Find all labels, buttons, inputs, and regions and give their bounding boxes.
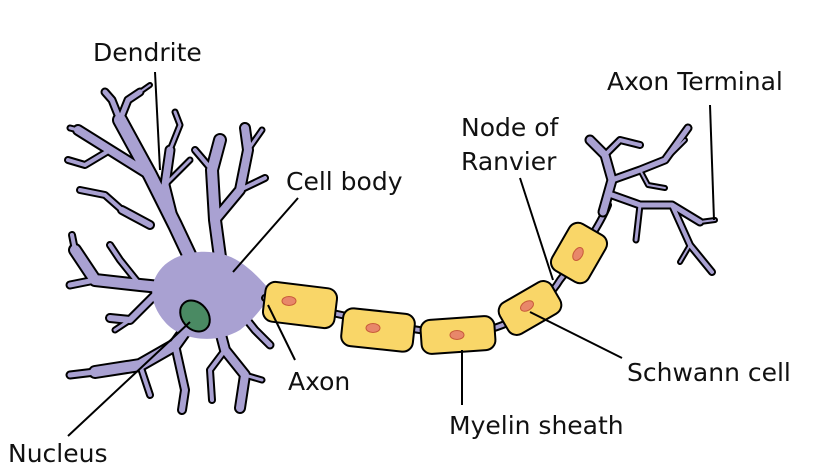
label-schwann-cell: Schwann cell xyxy=(627,358,791,387)
schwann-nucleus xyxy=(520,300,534,312)
leader-nucleus xyxy=(67,321,191,437)
schwann-nucleus xyxy=(365,323,381,333)
label-node-of-ranvier-line2: Ranvier xyxy=(461,147,557,176)
label-nucleus: Nucleus xyxy=(8,439,108,468)
label-axon-terminal: Axon Terminal xyxy=(607,67,783,96)
schwann-nucleus xyxy=(281,296,297,306)
leader-axon xyxy=(267,304,296,361)
myelin-segment xyxy=(261,280,339,330)
labels: Dendrite Cell body Node of Ranvier Axon … xyxy=(8,38,791,468)
schwann-nucleus xyxy=(449,330,465,340)
dendrites xyxy=(64,82,275,415)
label-axon: Axon xyxy=(288,367,350,396)
leader-node-of-ranvier xyxy=(519,177,554,281)
axon-terminal-branches xyxy=(584,123,718,276)
label-node-of-ranvier-line1: Node of xyxy=(461,113,559,142)
label-cell-body: Cell body xyxy=(286,167,403,196)
schwann-nucleus xyxy=(572,247,584,261)
leader-cell-body xyxy=(232,197,299,273)
label-dendrite: Dendrite xyxy=(93,38,202,67)
leader-axon-terminal xyxy=(709,104,715,221)
leader-lines xyxy=(67,71,715,437)
schwann-cell-nuclei xyxy=(281,247,584,340)
leader-schwann-cell xyxy=(529,311,623,359)
leader-dendrite xyxy=(154,71,161,171)
label-myelin-sheath: Myelin sheath xyxy=(449,411,624,440)
